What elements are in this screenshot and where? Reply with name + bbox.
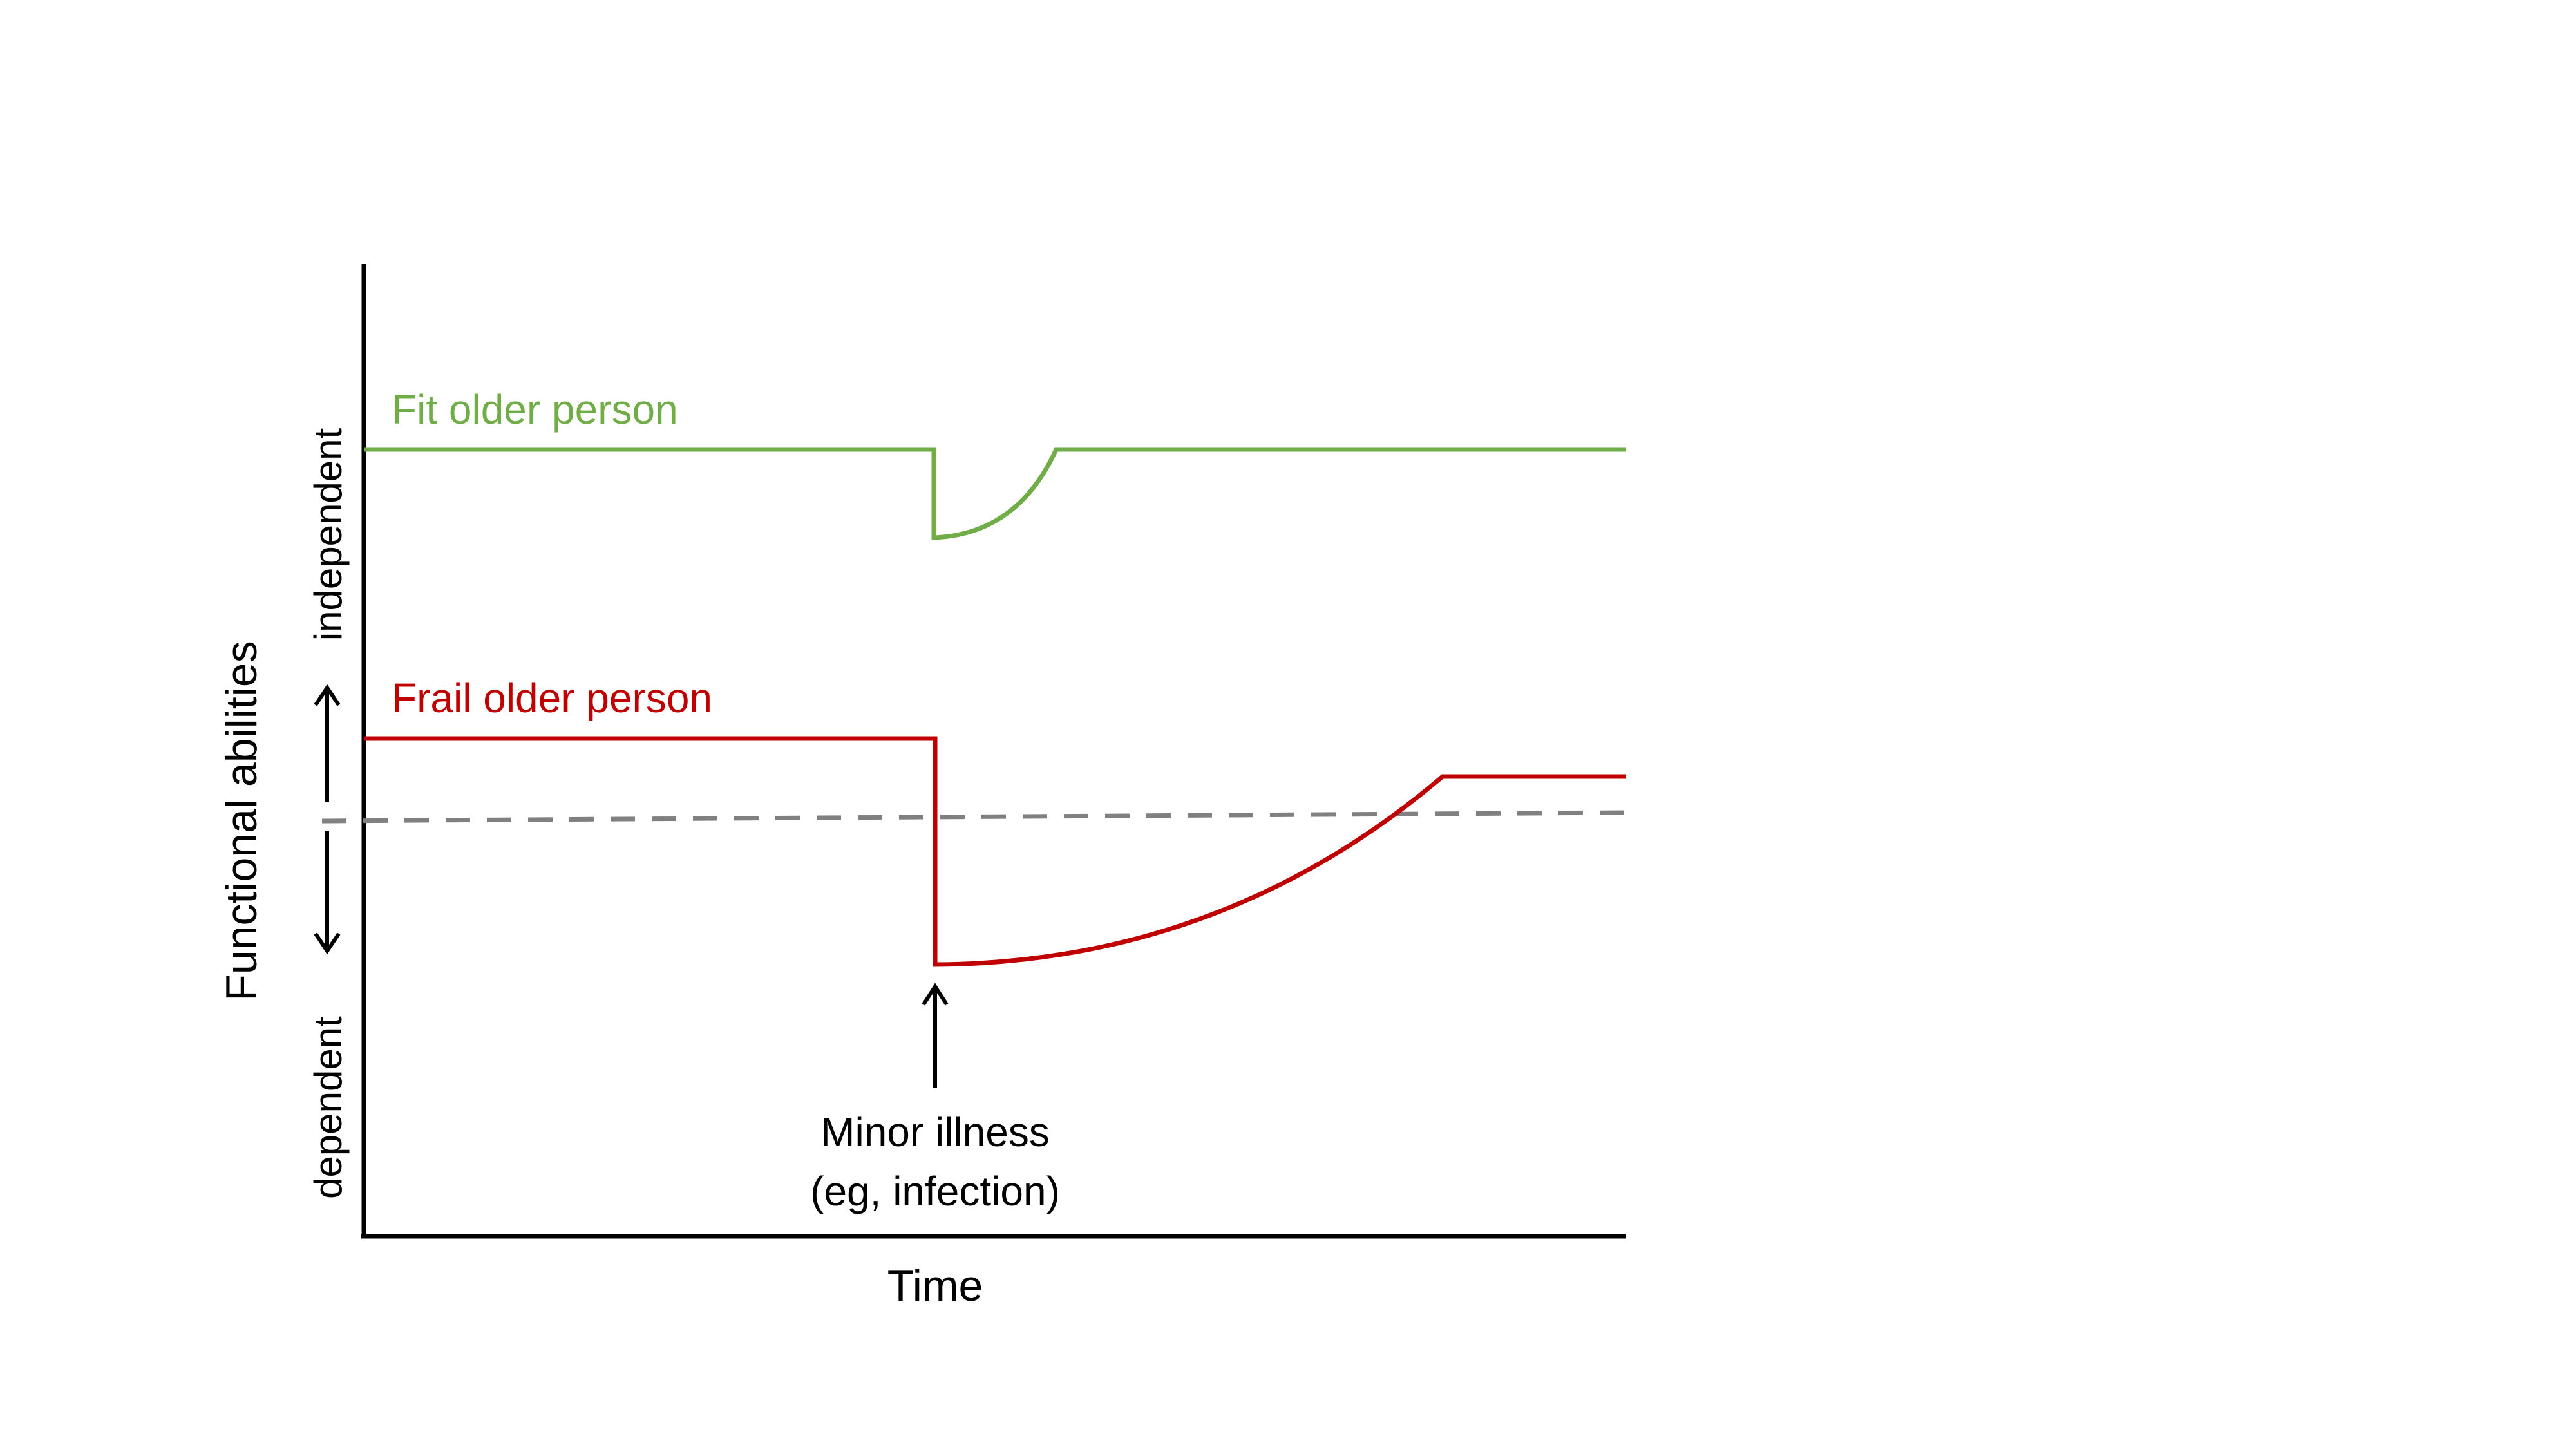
independence-double-arrow xyxy=(314,684,341,955)
arrow-up-head xyxy=(314,684,341,706)
frail-person-line xyxy=(364,736,1626,967)
arrow-down-head xyxy=(314,932,341,955)
event-label-line1: Minor illness xyxy=(820,1109,1050,1155)
fit-person-line xyxy=(364,447,1626,540)
event-arrow xyxy=(922,983,949,1088)
event-label-line2: (eg, infection) xyxy=(810,1168,1060,1214)
threshold-dashed-line xyxy=(321,810,1627,824)
y-axis-title: Functional abilities xyxy=(217,641,266,1001)
dependent-label: dependent xyxy=(307,1016,350,1199)
event-arrow-head xyxy=(922,983,949,1006)
independent-label: independent xyxy=(307,428,350,641)
x-axis-title: Time xyxy=(887,1261,983,1310)
frail-person-label: Frail older person xyxy=(392,675,712,721)
fit-person-label: Fit older person xyxy=(392,386,678,433)
